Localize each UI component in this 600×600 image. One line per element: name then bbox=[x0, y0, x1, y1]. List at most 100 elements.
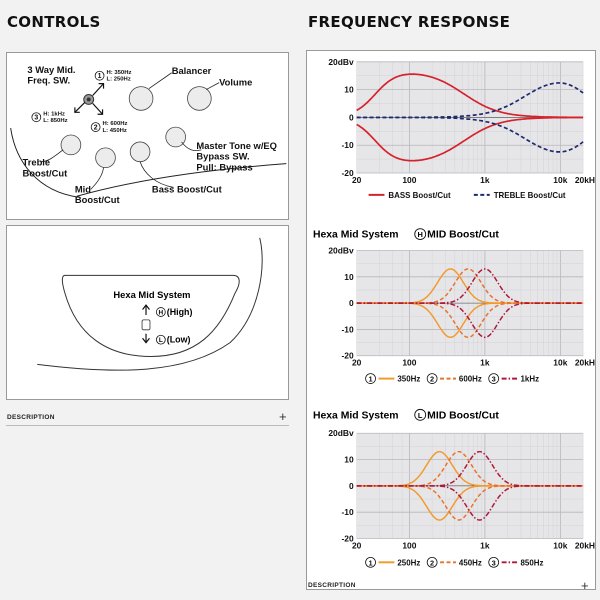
volume-label: Volume bbox=[219, 78, 252, 88]
legend-label: TREBLE Boost/Cut bbox=[494, 191, 566, 200]
legend-label: 600Hz bbox=[459, 375, 482, 384]
frequency-description-toggle[interactable]: DESCRIPTION bbox=[308, 582, 356, 589]
controls-diagram: 3 Way Mid. Freq. SW. Balancer Volume Mas… bbox=[6, 52, 289, 220]
legend-number-circle bbox=[365, 373, 376, 384]
series-line bbox=[356, 302, 584, 339]
master-tone-label-2: Bypass SW. bbox=[196, 152, 249, 162]
y-tick-label: 0 bbox=[349, 481, 354, 491]
pos1-h: H: 350Hz bbox=[106, 70, 131, 76]
bass-knob[interactable] bbox=[129, 141, 151, 163]
y-tick-label: 20dBv bbox=[328, 428, 354, 438]
controls-divider bbox=[6, 425, 289, 426]
x-tick-label: 10k bbox=[553, 540, 567, 550]
pos3-l: L: 850Hz bbox=[43, 118, 67, 124]
treble-label-1: Treble bbox=[23, 158, 51, 168]
legend-label: 1kHz bbox=[521, 375, 540, 384]
pickup-cavity bbox=[61, 274, 240, 357]
y-tick-label: -10 bbox=[341, 140, 354, 150]
hexa-mid-diagram: Hexa Mid System H (High) L (Low) bbox=[6, 225, 289, 400]
mid-freq-switch-label-1: 3 Way Mid. bbox=[27, 65, 75, 75]
pos2-h: H: 600Hz bbox=[103, 121, 128, 127]
master-tone-label-3: Pull: Bypass bbox=[196, 163, 252, 173]
legend-label: 850Hz bbox=[521, 558, 544, 567]
hexa-low-letter: L bbox=[159, 337, 163, 344]
balancer-knob[interactable] bbox=[128, 86, 154, 111]
y-tick-label: 20dBv bbox=[328, 57, 354, 67]
x-tick-label: 20kHz bbox=[575, 358, 596, 368]
x-tick-label: 20 bbox=[352, 175, 362, 185]
hexa-high-chart: 20dBv100-10-20201001k10k20kHz1350Hz2600H… bbox=[328, 245, 596, 384]
mid-label-2: Boost/Cut bbox=[75, 195, 120, 205]
legend-number-circle bbox=[426, 373, 438, 384]
hexa-high-letter: H bbox=[159, 309, 164, 316]
y-tick-label: 20dBv bbox=[328, 245, 354, 255]
legend-number-circle bbox=[365, 556, 376, 568]
hexa-low-chart: 20dBv100-10-20201001k10k20kHz1250Hz2450H… bbox=[328, 428, 596, 568]
mid-label-1: Mid bbox=[75, 184, 91, 194]
body-contour bbox=[76, 163, 287, 197]
hexa-mid-title: Hexa Mid System bbox=[113, 289, 190, 300]
pos2-number: 2 bbox=[94, 125, 98, 132]
x-tick-label: 1k bbox=[480, 358, 490, 368]
legend-number: 2 bbox=[430, 375, 434, 384]
treble-knob[interactable] bbox=[60, 134, 82, 156]
series-line bbox=[356, 116, 584, 162]
mid-knob[interactable] bbox=[95, 147, 116, 169]
hexa-low-chart-title: Hexa Mid System bbox=[313, 410, 399, 421]
bass-label: Bass Boost/Cut bbox=[152, 184, 222, 194]
master-tone-label-1: Master Tone w/EQ bbox=[196, 141, 277, 151]
master-tone-knob[interactable] bbox=[165, 126, 186, 148]
pos1-number: 1 bbox=[98, 73, 102, 80]
hexa-high-chart-circle: H bbox=[418, 230, 423, 239]
y-tick-label: 10 bbox=[344, 272, 354, 282]
legend-number: 2 bbox=[430, 558, 434, 567]
series-line bbox=[356, 82, 584, 119]
legend-number: 1 bbox=[368, 558, 372, 567]
y-tick-label: 0 bbox=[349, 112, 354, 122]
x-tick-label: 1k bbox=[480, 540, 490, 550]
hexa-high-chart-subtitle: MID Boost/Cut bbox=[427, 230, 499, 241]
x-tick-label: 1k bbox=[480, 175, 490, 185]
controls-description-toggle[interactable]: DESCRIPTION bbox=[7, 414, 55, 421]
legend-label: 350Hz bbox=[397, 375, 420, 384]
y-tick-label: -20 bbox=[341, 533, 354, 543]
frequency-expand-icon[interactable]: + bbox=[581, 578, 589, 593]
x-tick-label: 100 bbox=[402, 540, 416, 550]
legend-label: BASS Boost/Cut bbox=[388, 191, 451, 200]
hexa-mid-switch[interactable] bbox=[141, 319, 151, 331]
frequency-response-heading: FREQUENCY RESPONSE bbox=[308, 13, 511, 31]
x-tick-label: 20 bbox=[352, 358, 362, 368]
legend-number: 3 bbox=[492, 375, 496, 384]
series-line bbox=[356, 73, 584, 119]
legend-number: 1 bbox=[368, 375, 372, 384]
legend-number: 3 bbox=[492, 558, 496, 567]
controls-heading: CONTROLS bbox=[7, 13, 101, 31]
legend-number-circle bbox=[426, 556, 438, 568]
y-tick-label: -20 bbox=[341, 351, 354, 361]
volume-knob[interactable] bbox=[187, 86, 212, 111]
y-tick-label: -10 bbox=[341, 507, 354, 517]
hexa-low-chart-circle: L bbox=[418, 411, 423, 420]
legend-label: 250Hz bbox=[397, 558, 420, 567]
pos3-number: 3 bbox=[34, 115, 38, 122]
mid-freq-switch-label-2: Freq. SW. bbox=[27, 76, 70, 86]
y-tick-label: 10 bbox=[344, 85, 354, 95]
controls-expand-icon[interactable]: + bbox=[279, 409, 287, 424]
legend-number-circle bbox=[488, 373, 500, 384]
y-tick-label: -10 bbox=[341, 324, 354, 334]
x-tick-label: 20kHz bbox=[575, 540, 596, 550]
hexa-high-label: (High) bbox=[167, 307, 193, 317]
x-tick-label: 10k bbox=[553, 175, 567, 185]
legend-number-circle bbox=[488, 556, 500, 568]
x-tick-label: 100 bbox=[402, 175, 416, 185]
treble-label-2: Boost/Cut bbox=[23, 169, 68, 179]
x-tick-label: 10k bbox=[553, 358, 567, 368]
body-contour-lower bbox=[37, 237, 263, 371]
hexa-low-chart-subtitle: MID Boost/Cut bbox=[427, 410, 499, 421]
pos1-l: L: 250Hz bbox=[106, 77, 130, 83]
y-tick-label: 10 bbox=[344, 455, 354, 465]
body-contour-top bbox=[10, 128, 79, 198]
y-tick-label: -20 bbox=[341, 168, 354, 178]
